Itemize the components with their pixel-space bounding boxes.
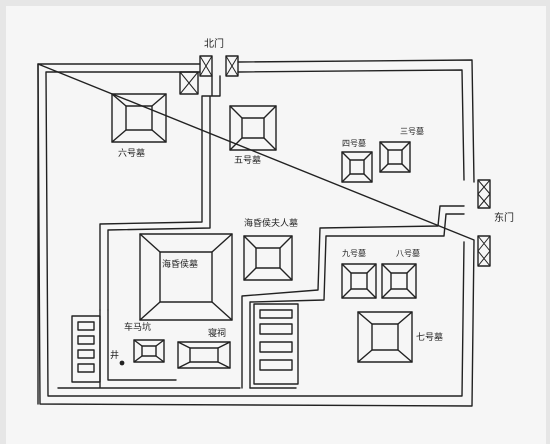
- tomb-6: [111, 93, 167, 143]
- tomb-8: [381, 263, 417, 299]
- haihunhou-wife-tomb: [243, 235, 293, 281]
- outer-wall-inner: [45, 69, 465, 397]
- outer-wall: [37, 59, 475, 407]
- tomb-3-label: 三号墓: [400, 127, 424, 136]
- haihunhou-tomb: [139, 233, 233, 321]
- north-gate-pier-right-cross: [225, 55, 239, 77]
- north-gate-pier-left-cross: [199, 55, 213, 77]
- east-gate-label: 东门: [494, 213, 514, 224]
- ritual-hall: [177, 341, 231, 369]
- corner-tower: [179, 71, 199, 95]
- tomb-9-label: 九号墓: [342, 249, 366, 258]
- tomb-7-label: 七号墓: [416, 333, 444, 343]
- inner-wall-east: [241, 205, 465, 389]
- inner-wall-north: [99, 75, 221, 311]
- tomb-7: [357, 311, 413, 363]
- tomb-3: [379, 141, 411, 173]
- cart-horse-pit-left: [71, 315, 101, 383]
- tomb-5-label: 五号墓: [234, 156, 262, 166]
- tomb-5: [229, 105, 277, 151]
- well-marker: [119, 360, 125, 366]
- corner-tower-cross: [179, 71, 199, 95]
- side-pits: [253, 303, 299, 385]
- north-gate-pier-left: [199, 55, 213, 77]
- north-gate-pier-right: [225, 55, 239, 77]
- tomb-4: [341, 151, 373, 183]
- tomb-6-label: 六号墓: [118, 149, 146, 159]
- east-gate-pier-top-cross: [477, 179, 491, 209]
- well-label: 井: [110, 351, 120, 361]
- tomb-9: [341, 263, 377, 299]
- paper: [6, 6, 546, 444]
- haihunhou-tomb-label: 海昏侯墓: [162, 260, 199, 270]
- north-gate-label: 北门: [204, 39, 224, 50]
- cart-horse-pit-label: 车马坑: [124, 323, 152, 333]
- ritual-hall-label: 寝祠: [208, 329, 227, 339]
- east-gate-pier-bottom-cross: [477, 235, 491, 267]
- tomb-4-label: 四号墓: [342, 139, 366, 148]
- tomb-8-label: 八号墓: [396, 249, 420, 258]
- cart-horse-pit-building: [133, 339, 165, 363]
- haihunhou-wife-tomb-label: 海昏侯夫人墓: [244, 219, 299, 229]
